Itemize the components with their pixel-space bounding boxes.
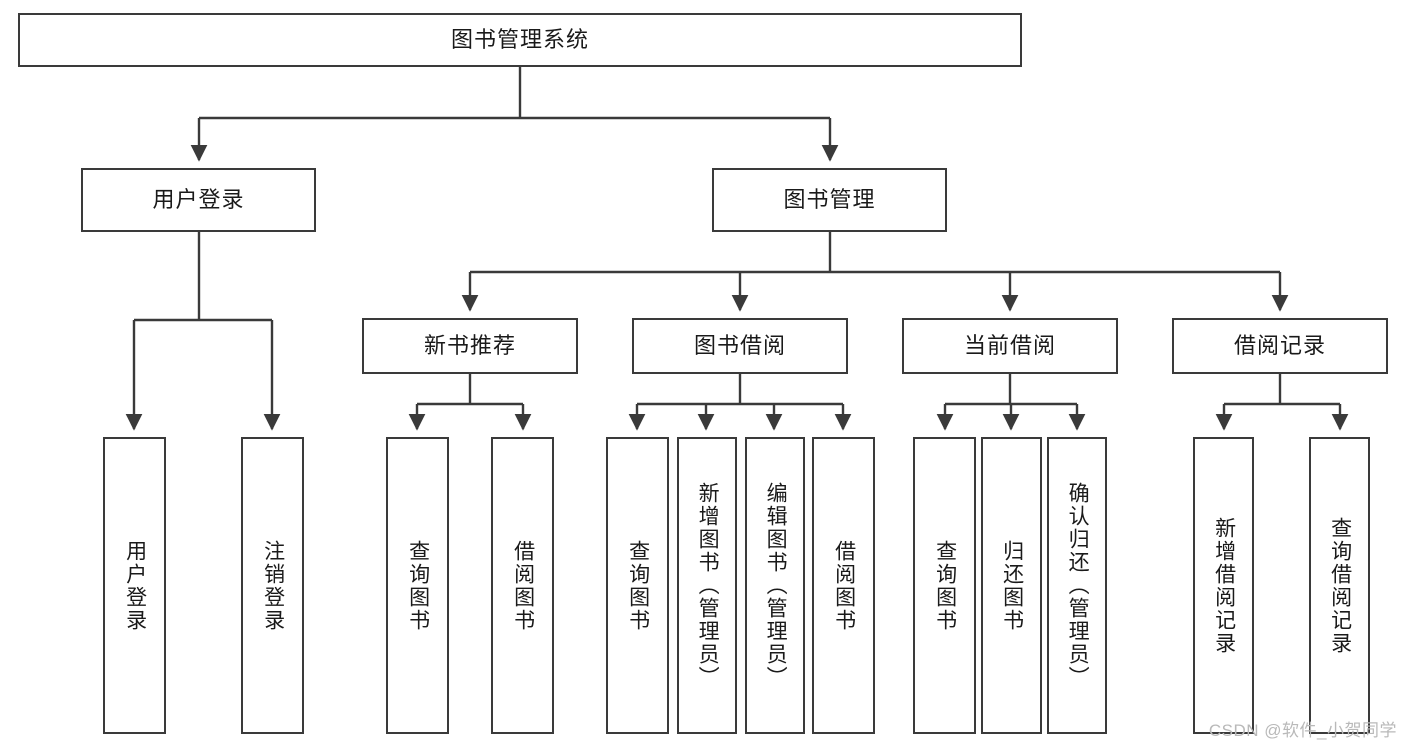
leaf-add-book-admin[interactable]: 新增图书（管理员） xyxy=(677,437,737,734)
leaf-query-book-recommend-label: 查询图书 xyxy=(406,539,430,632)
leaf-user-login[interactable]: 用户登录 xyxy=(103,437,166,734)
leaf-edit-book-admin[interactable]: 编辑图书（管理员） xyxy=(745,437,805,734)
leaf-query-book-current-label: 查询图书 xyxy=(933,539,957,632)
node-book-borrow-label: 图书借阅 xyxy=(693,332,786,358)
node-root[interactable]: 图书管理系统 xyxy=(18,13,1022,67)
node-current-borrow-label: 当前借阅 xyxy=(963,332,1056,358)
leaf-return-book-label: 归还图书 xyxy=(1000,539,1024,632)
leaf-add-borrow-record-label: 新增借阅记录 xyxy=(1212,516,1236,655)
leaf-borrow-book-borrow-label: 借阅图书 xyxy=(832,539,856,632)
leaf-borrow-book-borrow[interactable]: 借阅图书 xyxy=(812,437,875,734)
leaf-user-login-label: 用户登录 xyxy=(123,539,147,632)
leaf-user-logout[interactable]: 注销登录 xyxy=(241,437,304,734)
leaf-query-borrow-record-label: 查询借阅记录 xyxy=(1328,516,1352,655)
leaf-user-logout-label: 注销登录 xyxy=(261,539,285,632)
leaf-borrow-book-recommend[interactable]: 借阅图书 xyxy=(491,437,554,734)
leaf-query-book-borrow[interactable]: 查询图书 xyxy=(606,437,669,734)
leaf-confirm-return-admin[interactable]: 确认归还（管理员） xyxy=(1047,437,1107,734)
node-new-book-recommend[interactable]: 新书推荐 xyxy=(362,318,578,374)
leaf-add-book-admin-label: 新增图书（管理员） xyxy=(696,482,720,689)
leaf-query-book-borrow-label: 查询图书 xyxy=(626,539,650,632)
node-current-borrow[interactable]: 当前借阅 xyxy=(902,318,1118,374)
node-borrow-record[interactable]: 借阅记录 xyxy=(1172,318,1388,374)
node-book-manage[interactable]: 图书管理 xyxy=(712,168,947,232)
csdn-watermark: CSDN @软件_小贺同学 xyxy=(1208,721,1397,740)
node-borrow-record-label: 借阅记录 xyxy=(1233,332,1326,358)
leaf-add-borrow-record[interactable]: 新增借阅记录 xyxy=(1193,437,1254,734)
node-new-book-recommend-label: 新书推荐 xyxy=(423,332,516,358)
node-user-login[interactable]: 用户登录 xyxy=(81,168,316,232)
leaf-confirm-return-admin-label: 确认归还（管理员） xyxy=(1066,482,1090,689)
node-book-borrow[interactable]: 图书借阅 xyxy=(632,318,848,374)
node-book-manage-label: 图书管理 xyxy=(783,186,876,212)
leaf-query-book-current[interactable]: 查询图书 xyxy=(913,437,976,734)
leaf-query-borrow-record[interactable]: 查询借阅记录 xyxy=(1309,437,1370,734)
leaf-return-book[interactable]: 归还图书 xyxy=(981,437,1042,734)
node-root-label: 图书管理系统 xyxy=(450,26,589,52)
node-user-login-label: 用户登录 xyxy=(152,186,245,212)
leaf-query-book-recommend[interactable]: 查询图书 xyxy=(386,437,449,734)
leaf-borrow-book-recommend-label: 借阅图书 xyxy=(511,539,535,632)
leaf-edit-book-admin-label: 编辑图书（管理员） xyxy=(764,482,788,689)
